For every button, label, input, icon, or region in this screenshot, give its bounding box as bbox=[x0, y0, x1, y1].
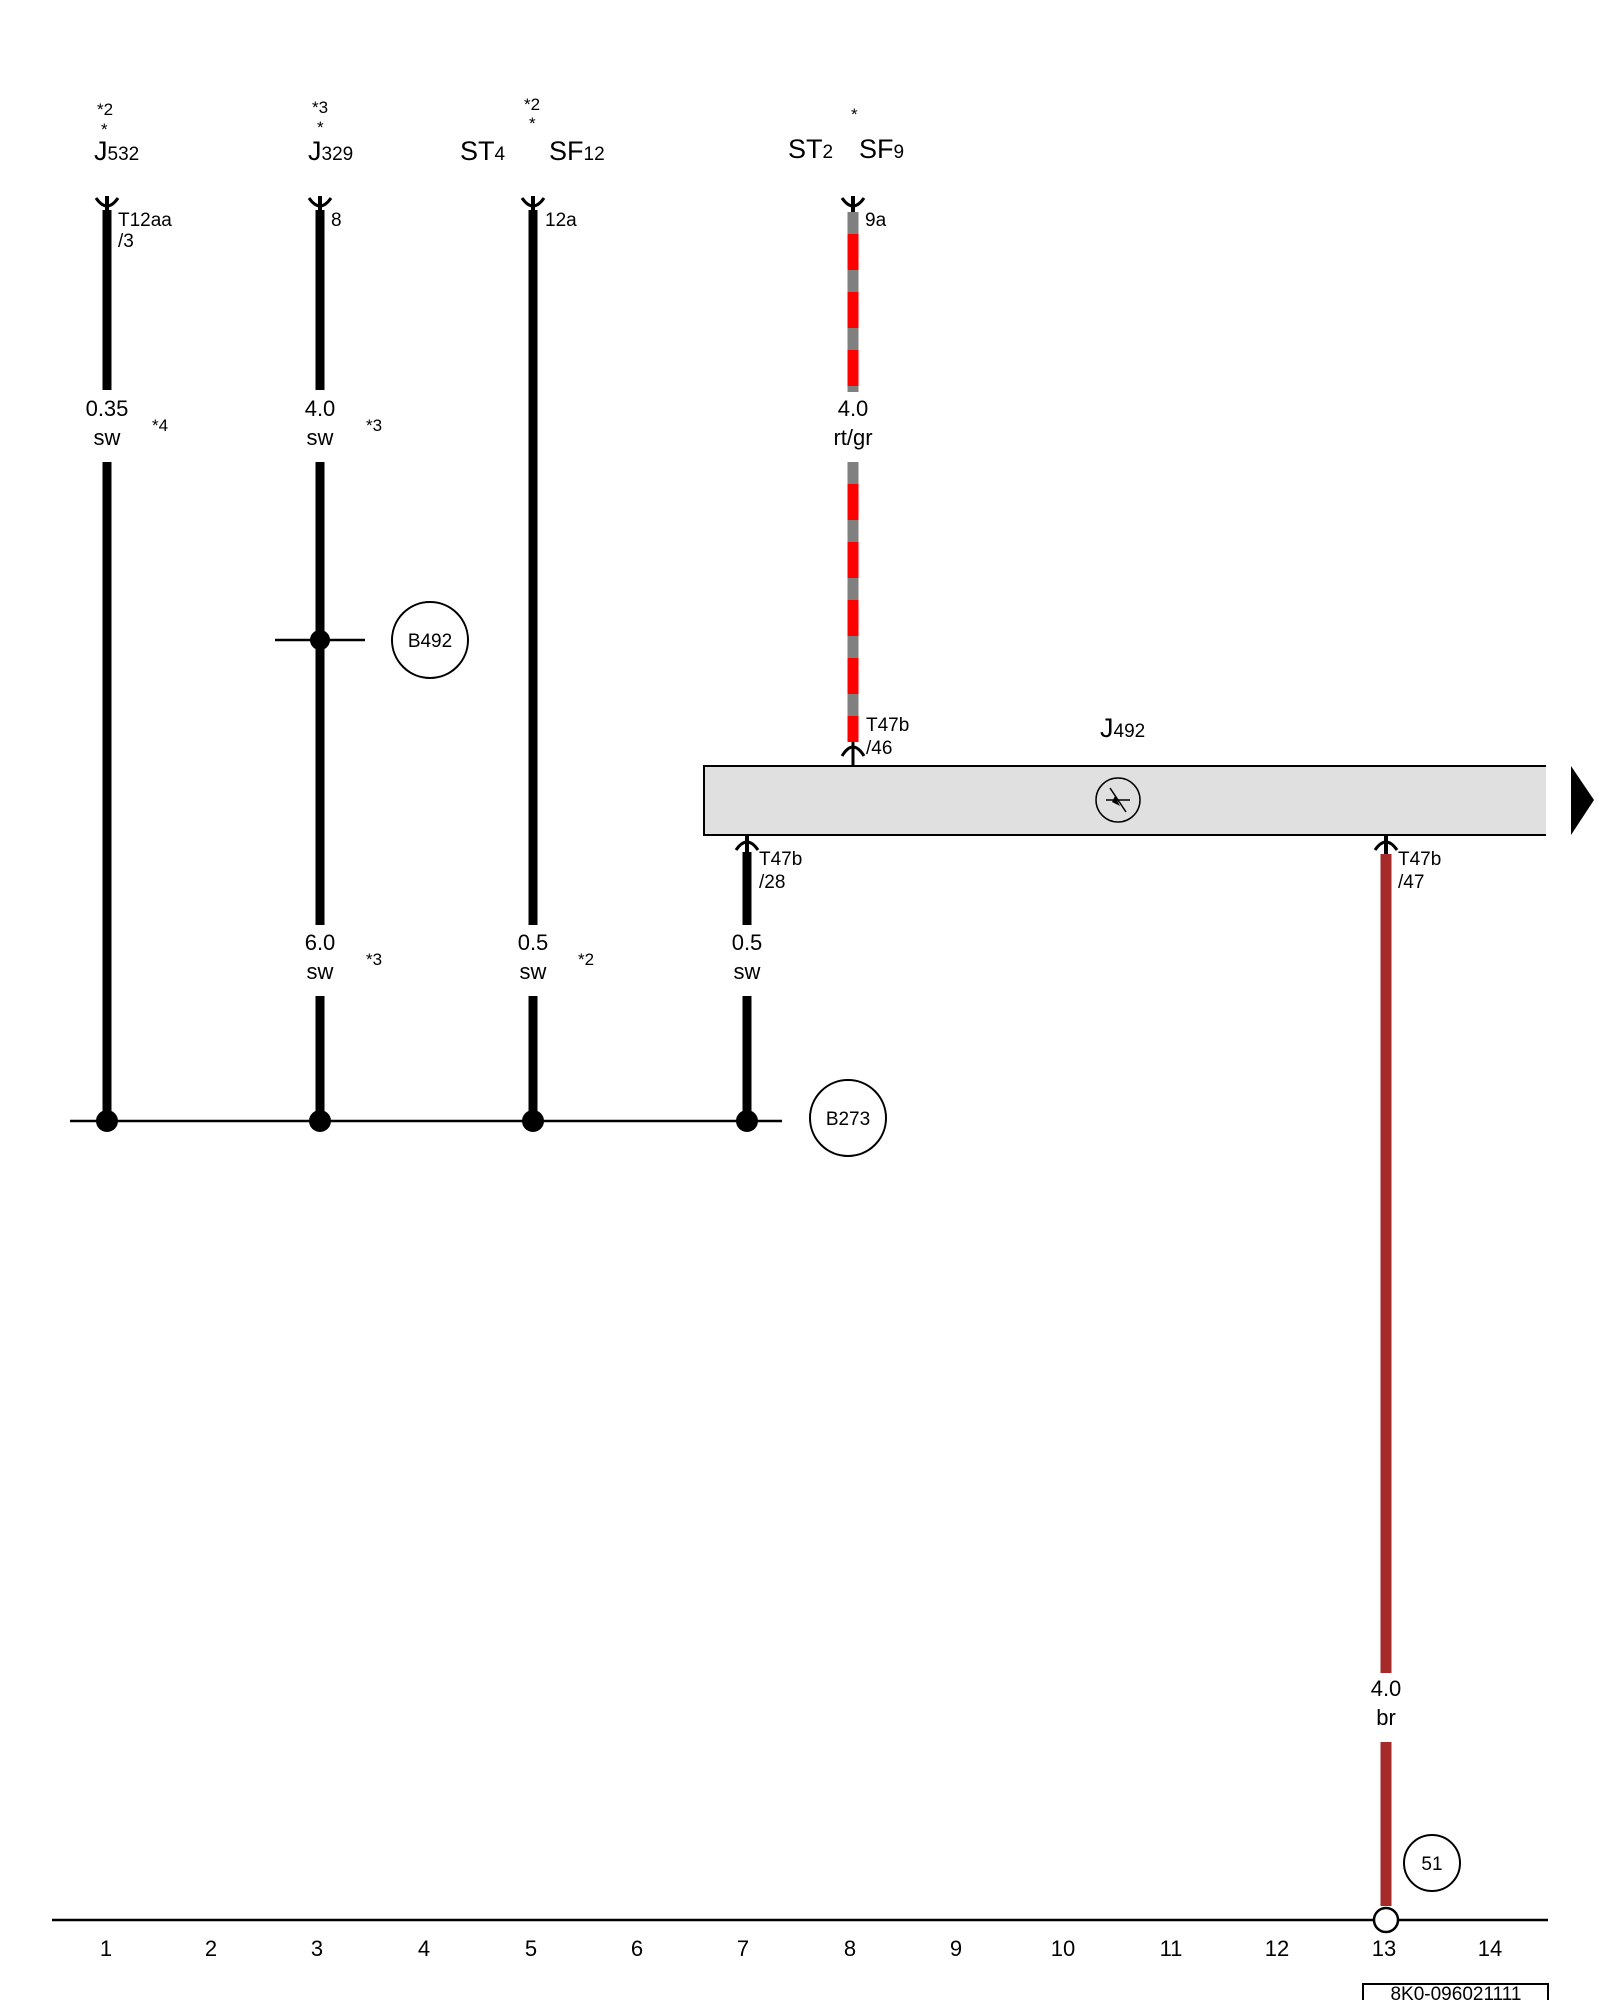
component-sf12: *2 * SF12 bbox=[524, 95, 605, 166]
ref-51-label: 51 bbox=[1421, 1854, 1442, 1875]
component-st4: ST4 bbox=[460, 136, 506, 166]
axis-number: 6 bbox=[631, 1936, 643, 1961]
axis-number: 4 bbox=[418, 1936, 430, 1961]
wire-col7-size: 0.5 bbox=[732, 930, 763, 955]
wire-col1-color: sw bbox=[94, 425, 121, 450]
wire-col3-size-a: 4.0 bbox=[305, 396, 336, 421]
ref-b492-label: B492 bbox=[408, 631, 452, 652]
component-sf9: * SF9 bbox=[851, 105, 904, 164]
wire-col3: 8 4.0 sw *3 6.0 sw *3 bbox=[275, 196, 382, 1121]
wire-col5-color: sw bbox=[520, 959, 547, 984]
connector-c3-label: 8 bbox=[331, 210, 342, 231]
j492-pin-47-label-2: /47 bbox=[1398, 872, 1424, 893]
axis-number: 3 bbox=[311, 1936, 323, 1961]
axis-number: 1 bbox=[100, 1936, 112, 1961]
j532-note-2: * bbox=[101, 120, 108, 139]
wire-col3-color-a: sw bbox=[307, 425, 334, 450]
j329-note-1: *3 bbox=[312, 98, 328, 117]
sf12-note-1: *2 bbox=[524, 95, 540, 114]
wire-col3-color-b: sw bbox=[307, 959, 334, 984]
wire-col8-size: 4.0 bbox=[838, 396, 869, 421]
wire-col8: 9a 4.0 rt/gr T47b /46 bbox=[833, 196, 909, 766]
sf12-label: SF12 bbox=[549, 136, 605, 166]
ref-circle-51: 51 bbox=[1403, 1834, 1461, 1892]
axis-number: 2 bbox=[205, 1936, 217, 1961]
j492-label: J492 bbox=[1100, 713, 1145, 743]
ground-bus-b273 bbox=[70, 1110, 782, 1132]
connector-c5-label: 12a bbox=[545, 210, 577, 231]
st2-label: ST2 bbox=[788, 134, 833, 164]
j492-pin-28-label-1: T47b bbox=[759, 849, 802, 870]
wire-col13-size: 4.0 bbox=[1371, 1676, 1402, 1701]
j492-pin-46-label-1: T47b bbox=[866, 715, 909, 736]
ground-symbol-icon bbox=[1095, 777, 1141, 823]
diagram-code-label: 8K0-096021111 bbox=[1390, 1984, 1521, 2000]
module-j492: J492 bbox=[703, 713, 1594, 836]
sf9-note: * bbox=[851, 105, 858, 124]
axis-junction-13 bbox=[1372, 1906, 1400, 1934]
component-j532: *2 * J532 bbox=[94, 100, 139, 166]
bus-junction-3 bbox=[309, 1110, 331, 1132]
j329-label: J329 bbox=[308, 136, 353, 166]
connector-c1-label-2: /3 bbox=[118, 231, 134, 252]
connector-c1-label-1: T12aa bbox=[118, 210, 172, 231]
diagram-code: 8K0-096021111 bbox=[1362, 1983, 1549, 2000]
j532-note-1: *2 bbox=[97, 100, 113, 119]
bus-junction-1 bbox=[96, 1110, 118, 1132]
wire-col3-note-b: *3 bbox=[366, 950, 382, 969]
connector-c8-label: 9a bbox=[865, 210, 887, 231]
wire-col8-color: rt/gr bbox=[833, 425, 872, 450]
j532-label: J532 bbox=[94, 136, 139, 166]
bus-junction-7 bbox=[736, 1110, 758, 1132]
ref-circle-b273: B273 bbox=[809, 1079, 887, 1157]
wire-col1-size: 0.35 bbox=[86, 396, 129, 421]
wire-col3-size-b: 6.0 bbox=[305, 930, 336, 955]
axis-number: 8 bbox=[844, 1936, 856, 1961]
bottom-axis: 1 2 3 4 5 6 7 8 9 10 11 12 13 14 bbox=[52, 1906, 1548, 1961]
axis-number: 14 bbox=[1478, 1936, 1502, 1961]
axis-number: 13 bbox=[1372, 1936, 1396, 1961]
sf9-label: SF9 bbox=[859, 134, 904, 164]
sf12-note-2: * bbox=[529, 114, 536, 133]
j492-pin-28-label-2: /28 bbox=[759, 872, 785, 893]
j329-note-2: * bbox=[317, 118, 324, 137]
component-j329: *3 * J329 bbox=[308, 98, 353, 166]
wire-col13: T47b /47 4.0 br bbox=[1371, 835, 1441, 1906]
wire-col7-color: sw bbox=[734, 959, 761, 984]
wire-col5-size: 0.5 bbox=[518, 930, 549, 955]
wire-col5: 12a 0.5 sw *2 bbox=[518, 196, 594, 1121]
ref-b273-label: B273 bbox=[826, 1109, 870, 1130]
axis-number: 7 bbox=[737, 1936, 749, 1961]
st4-label: ST4 bbox=[460, 136, 506, 166]
j492-pin-47-label-1: T47b bbox=[1398, 849, 1441, 870]
wire-col7: T47b /28 0.5 sw bbox=[732, 835, 802, 1121]
bus-junction-5 bbox=[522, 1110, 544, 1132]
axis-number: 5 bbox=[525, 1936, 537, 1961]
ref-circle-b492: B492 bbox=[391, 601, 469, 679]
j492-pin-46-label-2: /46 bbox=[866, 738, 892, 759]
axis-number: 11 bbox=[1160, 1936, 1183, 1961]
axis-number: 9 bbox=[950, 1936, 962, 1961]
continuation-arrow-icon bbox=[1571, 766, 1594, 835]
wire-col13-color: br bbox=[1376, 1705, 1396, 1730]
wire-col1-note: *4 bbox=[152, 416, 168, 435]
axis-number: 12 bbox=[1265, 1936, 1289, 1961]
splice-b492-dot bbox=[310, 630, 330, 650]
wire-col1: T12aa /3 0.35 sw *4 bbox=[86, 196, 172, 1121]
wire-col3-note-a: *3 bbox=[366, 416, 382, 435]
axis-number: 10 bbox=[1051, 1936, 1075, 1961]
component-st2: ST2 bbox=[788, 134, 833, 164]
wire-col5-note: *2 bbox=[578, 950, 594, 969]
